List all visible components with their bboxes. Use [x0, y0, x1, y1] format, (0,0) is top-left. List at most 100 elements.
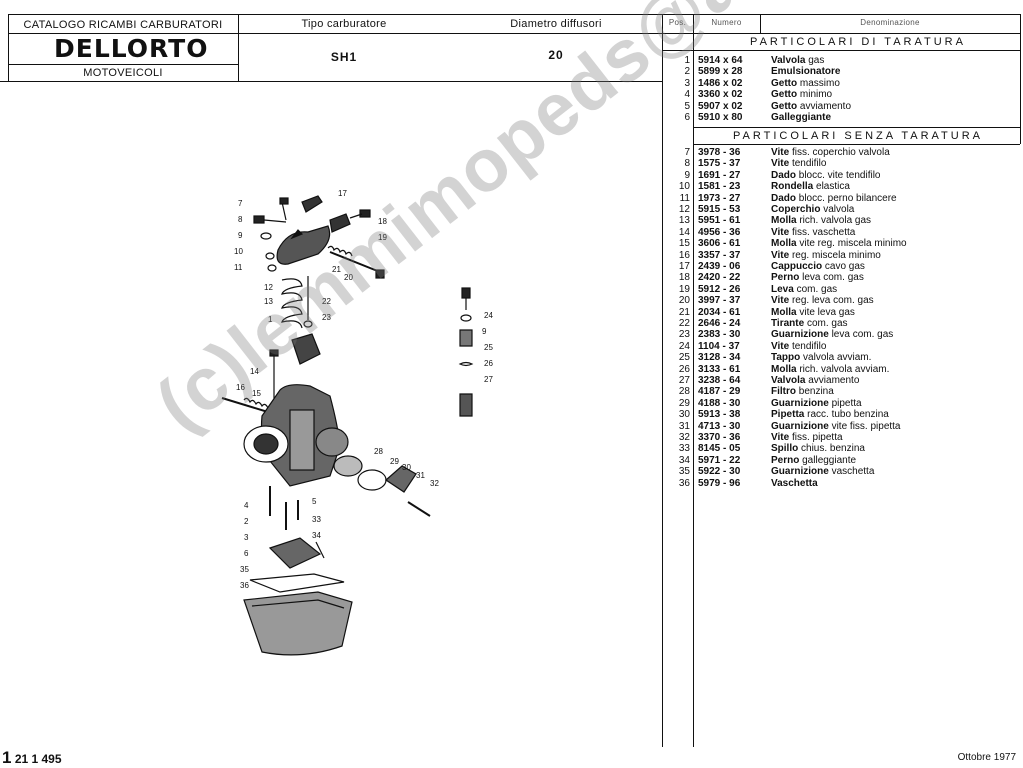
row-name: Rondella: [771, 181, 814, 193]
row-detail: blocc. vite tendifilo: [796, 169, 881, 181]
row-name: Spillo: [771, 443, 799, 455]
row-part-number: 5910 x 80: [698, 112, 743, 123]
row-position: 24: [678, 340, 690, 352]
row-part-number: 2646 - 24: [698, 318, 741, 329]
row-part-number: 5915 - 53: [698, 204, 741, 215]
row-position: 5: [684, 100, 690, 112]
row-detail: reg. miscela minimo: [789, 249, 881, 261]
row-part-number: 3238 - 64: [698, 375, 741, 386]
row-position: 22: [678, 318, 690, 329]
row-part-number: 1486 x 02: [698, 77, 743, 89]
row-position: 26: [678, 363, 690, 375]
row-name: Dado: [771, 169, 796, 181]
row-part-number: 5979 - 96: [698, 477, 741, 489]
brand-logo: DELLORTO: [54, 34, 209, 63]
row-detail: cavo gas: [822, 261, 865, 272]
row-detail: racc. tubo benzina: [804, 409, 889, 421]
row-description: Guarnizione pipetta: [771, 398, 862, 409]
row-detail: benzina: [796, 386, 834, 398]
row-description: Molla vite leva gas: [771, 307, 855, 318]
row-part-number: 1691 - 27: [698, 169, 741, 181]
row-description: Vite fiss. vaschetta: [771, 227, 855, 238]
row-description: Galleggiante: [771, 112, 831, 123]
row-detail: avviamento: [797, 100, 852, 112]
diagram-label: 15: [252, 389, 261, 398]
row-name: Leva: [771, 283, 794, 295]
row-position: 28: [678, 386, 690, 398]
row-detail: vite leva gas: [796, 306, 855, 318]
row-part-number: 4956 - 36: [698, 226, 741, 238]
diagram-label: 19: [378, 233, 387, 242]
issue-date: Ottobre 1977: [957, 752, 1016, 763]
diagram-label: 24: [484, 311, 493, 320]
row-position: 8: [684, 158, 690, 170]
diagram-label: 22: [322, 297, 331, 306]
row-name: Emulsionatore: [771, 66, 841, 78]
row-detail: vaschetta: [828, 466, 875, 478]
row-description: Guarnizione vite fiss. pipetta: [771, 421, 901, 432]
row-detail: fiss. vaschetta: [789, 226, 856, 238]
row-description: Vite tendifilo: [771, 158, 826, 169]
row-name: Perno: [771, 272, 800, 284]
section-non-calibration-title: PARTICOLARI SENZA TARATURA: [733, 130, 983, 142]
row-part-number: 2439 - 06: [698, 261, 741, 272]
col-name-header: Denominazione: [860, 18, 920, 27]
row-part-number: 5971 - 22: [698, 454, 741, 466]
row-part-number: 5899 x 28: [698, 66, 743, 78]
row-position: 29: [678, 397, 690, 409]
page-code: 1 21 1 495: [2, 748, 62, 768]
row-name: Tirante: [771, 318, 805, 329]
diagram-label: 31: [416, 471, 425, 480]
diagram-label: 5: [312, 497, 317, 506]
row-description: Vite reg. leva com. gas: [771, 295, 874, 306]
row-name: Getto: [771, 100, 798, 112]
row-position: 10: [678, 181, 690, 193]
row-description: Vite fiss. coperchio valvola: [771, 147, 890, 158]
row-detail: com. gas: [793, 283, 838, 295]
table-row: 7 3978 - 36 Vite fiss. coperchio valvola: [664, 147, 1023, 158]
row-detail: valvola avviam.: [800, 352, 872, 364]
row-detail: com. gas: [804, 318, 848, 329]
diagram-label: 1: [268, 315, 273, 324]
row-name: Molla: [771, 215, 797, 227]
row-position: 34: [678, 454, 690, 466]
diagram-label: 35: [240, 565, 249, 574]
diagram-label: 6: [244, 549, 249, 558]
col-number-header: Numero: [711, 18, 742, 27]
row-position: 14: [678, 226, 690, 238]
row-part-number: 3128 - 34: [698, 352, 741, 364]
row-position: 21: [678, 306, 690, 318]
row-description: Molla rich. valvola avviam.: [771, 364, 889, 375]
row-name: Vite: [771, 158, 790, 170]
row-part-number: 4187 - 29: [698, 386, 741, 398]
diagram-label: 13: [264, 297, 273, 306]
row-detail: massimo: [797, 77, 840, 89]
row-description: Guarnizione vaschetta: [771, 466, 874, 477]
row-part-number: 2420 - 22: [698, 272, 741, 284]
diagram-label: 23: [322, 313, 331, 322]
diagram-label: 21: [332, 265, 341, 274]
row-name: Vite: [771, 147, 790, 158]
row-name: Vite: [771, 226, 790, 238]
row-description: Guarnizione leva com. gas: [771, 329, 893, 340]
row-position: 7: [684, 147, 690, 158]
diagram-label: 4: [244, 501, 249, 510]
row-name: Vite: [771, 295, 790, 307]
row-part-number: 3978 - 36: [698, 147, 741, 158]
